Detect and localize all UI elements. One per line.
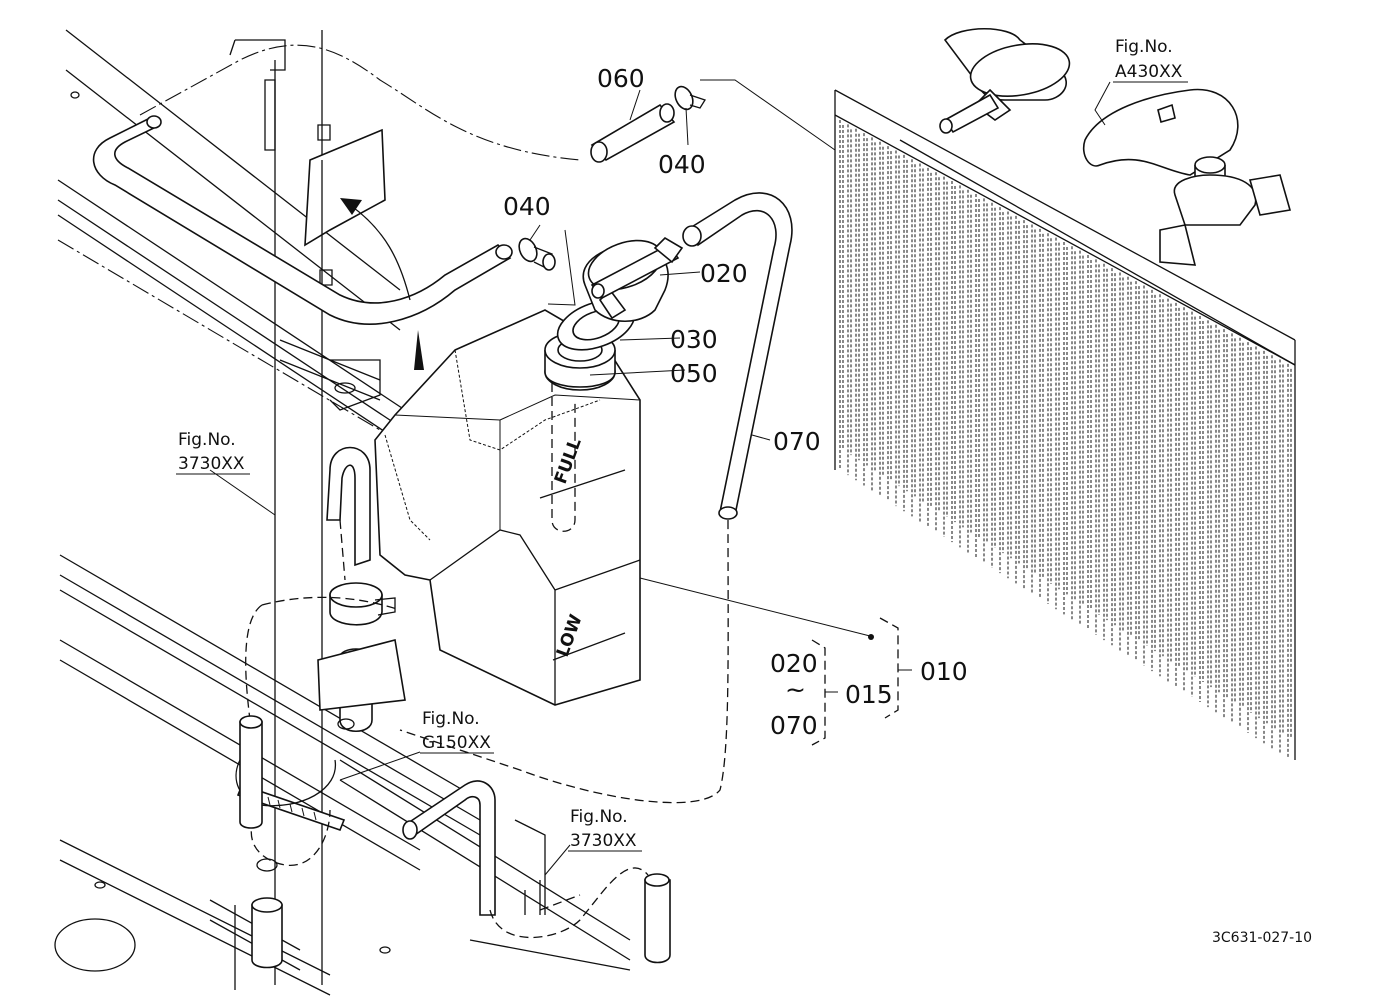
- hose-routing-chainline: [139, 44, 581, 161]
- lower-hose-elbow: [326, 446, 371, 581]
- fig-ref-3730xx-left[interactable]: Fig.No. 3730XX: [176, 430, 250, 475]
- label-060: 060: [597, 64, 645, 93]
- fig-ref-code: A430XX: [1115, 62, 1183, 82]
- fig-ref-code: 3730XX: [570, 831, 637, 851]
- range-from: 020: [770, 649, 818, 678]
- fig-ref-a430xx[interactable]: Fig.No. A430XX: [1113, 37, 1188, 83]
- reserve-tank: FULL LOW: [374, 309, 641, 706]
- radiator-core: [834, 89, 1296, 760]
- tank-cap-020: [582, 236, 684, 322]
- assembly-dot: [868, 634, 874, 640]
- range-to: 070: [770, 711, 818, 740]
- upper-overflow-hose: [92, 115, 513, 325]
- hose-060: [590, 103, 676, 163]
- hose-clamp-lower: [317, 582, 406, 733]
- fig-ref-label: Fig.No.: [422, 709, 480, 729]
- radiator-filler-cap: [939, 27, 1292, 266]
- assembly-brackets: [811, 617, 912, 746]
- tank-bracket: [304, 128, 386, 247]
- hose-070-routing: [399, 519, 729, 804]
- leader-lines: [209, 79, 1111, 876]
- fig-ref-code: 3730XX: [178, 454, 245, 474]
- cable-tie-g150: [235, 715, 346, 867]
- label-020: 020: [700, 259, 748, 288]
- hose-070: [682, 192, 793, 520]
- fig-ref-3730xx-bottom[interactable]: Fig.No. 3730XX: [568, 807, 642, 852]
- figure-references: Fig.No. A430XX Fig.No. 3730XX Fig.No. G1…: [176, 37, 1188, 852]
- drawing-code: 3C631-027-10: [1212, 930, 1312, 946]
- bottom-pipes: [251, 780, 671, 969]
- clamp-040-lower: [518, 237, 556, 271]
- fig-ref-code: G150XX: [422, 733, 491, 753]
- fig-ref-label: Fig.No.: [1115, 37, 1173, 57]
- range-separator: ~: [785, 675, 806, 704]
- lower-hose-routing: [245, 596, 401, 721]
- label-050: 050: [670, 359, 718, 388]
- label-070: 070: [773, 427, 821, 456]
- label-010: 010: [920, 657, 968, 686]
- clamp-040-upper: [674, 85, 706, 111]
- label-015: 015: [845, 680, 893, 709]
- label-040-upper: 040: [658, 150, 706, 179]
- move-arrow: [340, 198, 424, 370]
- part-number-labels: 060 040 040 020 030 050 070 010 015 020 …: [503, 64, 968, 740]
- fig-ref-label: Fig.No.: [178, 430, 236, 450]
- label-040-lower: 040: [503, 192, 551, 221]
- fig-ref-g150xx[interactable]: Fig.No. G150XX: [420, 709, 494, 754]
- label-030: 030: [670, 325, 718, 354]
- fig-ref-label: Fig.No.: [570, 807, 628, 827]
